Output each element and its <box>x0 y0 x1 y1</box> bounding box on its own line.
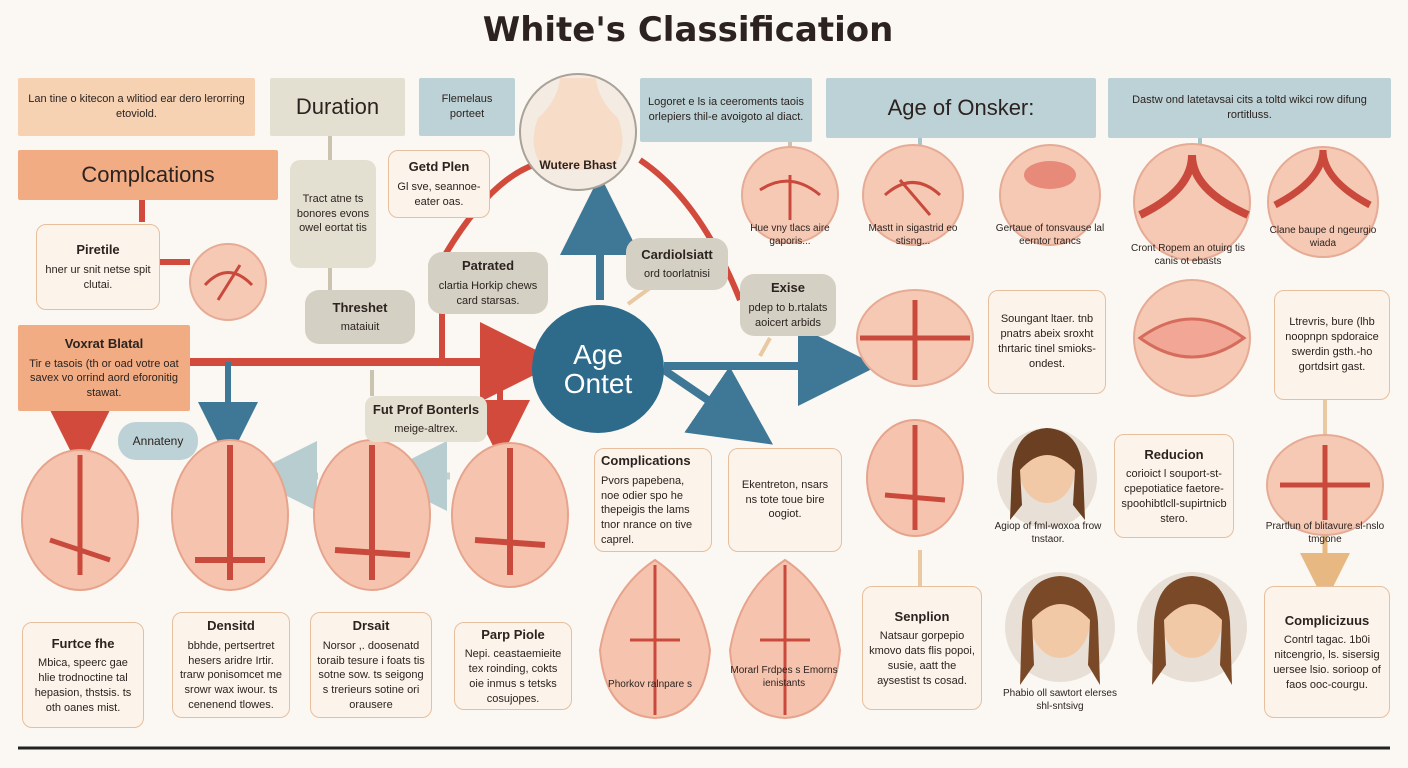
uterus-circle <box>519 73 637 191</box>
complications-heading: Complcations <box>18 150 278 200</box>
duration-heading: Duration <box>270 78 405 136</box>
caption-cell-3: Gertaue of tonsvause lal eerntor trancs <box>995 223 1105 247</box>
put-prof-box: Fut Prof Bonterls meige-altrex. <box>365 396 487 442</box>
caption-drop-left: Phorkov ralnpare s <box>608 679 692 690</box>
red-arc-right <box>638 157 743 302</box>
annateny-bubble: Annateny <box>118 422 198 460</box>
ekentreton-box: Ekentreton, nsars ns tote toue bire oogi… <box>728 448 842 552</box>
exise-box: Exise pdep to b.rtalats aoicert arbids <box>740 274 836 336</box>
intro-left-box: Lan tine o kitecon a wlitiod ear dero le… <box>18 78 255 136</box>
page-title: White's Classification <box>482 10 894 50</box>
tract-box: Tract atne ts bonores evons owel eortat … <box>290 160 376 268</box>
logoret-box: Logoret e ls ia ceeroments taois orlepie… <box>640 78 812 142</box>
tissue-cell-row1 <box>189 143 1379 321</box>
tissue-oval-row <box>21 419 1384 591</box>
geted-plen-box: Getd Plen Gl sve, seannoe-eater oas. <box>388 150 490 218</box>
caption-portrait-1: Agiop of fml-woxoa frow tnstaor. <box>994 521 1102 545</box>
flemelaus-box: Flemelaus porteet <box>419 78 515 136</box>
caption-cell-1: Hue vny tlacs aire gaporis... <box>750 223 830 247</box>
dersitd-box: Densitd bbhde, pertsertret hesers aridre… <box>172 612 290 718</box>
age-onsker-heading: Age of Onsker: <box>826 78 1096 138</box>
caption-drop-right: Morarl Frdpes s Emorns ienistants <box>730 665 838 689</box>
caption-cell-5: Clane baupe d ngeurgio wiada <box>1269 225 1377 249</box>
uterus-circle-label: Wutere Bhast <box>539 158 617 172</box>
pircitle-box: Piretile hner ur snit netse spit clutai. <box>36 224 160 310</box>
patrated-box: Patrated clartia Horkip chews card stars… <box>428 252 548 314</box>
caption-cell-4: Cront Ropem an otuirg tis canis ot ebast… <box>1131 243 1245 267</box>
threshet-box: Threshet mataiuit <box>305 290 415 344</box>
caption-right-cell: Prartlun of blitavure sl-nslo tmgone <box>1265 521 1385 545</box>
caption-portrait-3: Phabio oll sawtort elerses shl-sntsivg <box>1003 688 1117 712</box>
complications-mid-box: Complications Pvors papebena, noe odier … <box>594 448 712 552</box>
tissue-drops <box>598 558 842 720</box>
voxrat-box: Voxrat Blatal Tir e tasois (th or oad vo… <box>18 325 190 411</box>
blue-diag-arrow <box>661 366 774 445</box>
caption-cell-2: Mastt in sigastrid eo stisng... <box>868 223 958 247</box>
dastw-box: Dastw ond latetavsai cits a toltd wikci … <box>1108 78 1391 138</box>
drsait-box: Drsait Norsor ,. doosenatd toraib tesure… <box>310 612 432 718</box>
cardiolsiett-box: Cardiolsiatt ord toorlatnisi <box>626 238 728 290</box>
compliciusus-box: Complicizuus Contrl tagac. 1b0i nitcengr… <box>1264 586 1390 718</box>
lrevris-box: Ltrevris, bure (lhb noopnpn spdoraice sw… <box>1274 290 1390 400</box>
reducion-box: Reducion corioict l souport-st-cpepotiat… <box>1114 434 1234 538</box>
senplion-box: Senplion Natsaur gorpepio kmovo dats fli… <box>862 586 982 710</box>
parp-piole-box: Parp Piole Nepi. ceastaemieite tex roind… <box>454 622 572 710</box>
tissue-cell-row2 <box>856 279 1251 397</box>
portrait-group <box>997 428 1247 685</box>
furtce-box: Furtce fhe Mbica, speerc gae hlie trodno… <box>22 622 144 728</box>
